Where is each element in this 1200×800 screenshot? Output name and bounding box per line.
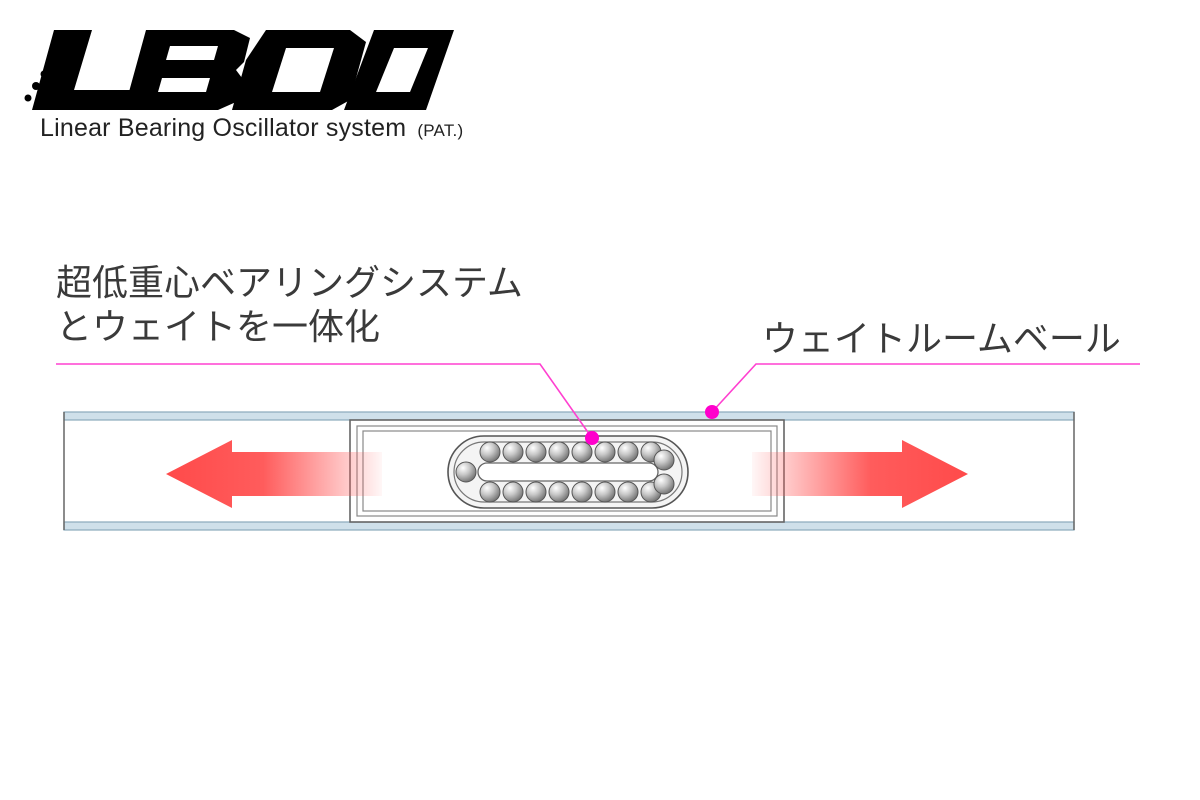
bearing-ball	[479, 481, 501, 503]
bearing-ball	[525, 481, 547, 503]
wall-leader-line	[705, 363, 1140, 419]
weight-room-wall-callout: ウェイトルームベール	[762, 319, 1121, 360]
bearing-ball	[502, 481, 524, 503]
bearing-leader-dot	[585, 431, 599, 445]
bearing-ball	[653, 473, 675, 495]
wall-leader-dot	[705, 405, 719, 419]
bearing-ball	[502, 441, 524, 463]
lboo-wordmark	[24, 30, 454, 110]
patent-mark: (PAT.)	[417, 121, 464, 140]
bearing-ball	[525, 441, 547, 463]
right-motion-arrow	[752, 440, 968, 508]
bearing-ball	[653, 449, 675, 471]
bearing-ball	[571, 481, 593, 503]
left-motion-arrow	[166, 440, 382, 508]
bearing-ball	[617, 441, 639, 463]
bearing-leader-line	[56, 363, 599, 445]
bearing-system-callout: 超低重心ベアリングシステム とウェイトを一体化	[56, 262, 523, 350]
bearing-ball	[455, 461, 477, 483]
bearing-ball	[548, 441, 570, 463]
bearing-balls	[455, 441, 675, 503]
bearing-system-callout-line2: とウェイトを一体化	[56, 307, 381, 348]
bearing-ball	[479, 441, 501, 463]
bearing-ball	[617, 481, 639, 503]
logo-subtitle-text: Linear Bearing Oscillator system	[40, 114, 407, 142]
bearing-ball	[594, 441, 616, 463]
lboo-logo: Linear Bearing Oscillator system (PAT.)	[14, 20, 514, 150]
bearing-ball	[571, 441, 593, 463]
bearing-ball	[594, 481, 616, 503]
bearing-system-callout-line1: 超低重心ベアリングシステム	[56, 263, 523, 304]
bearing-ball	[548, 481, 570, 503]
logo-subtitle: Linear Bearing Oscillator system (PAT.)	[40, 114, 463, 143]
